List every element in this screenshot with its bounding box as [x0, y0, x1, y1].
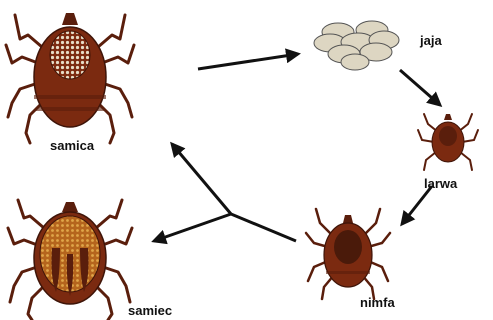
branch-arrows-nymph-to-adults	[154, 144, 296, 241]
female-tick-icon	[6, 13, 134, 143]
larva-tick-icon	[418, 114, 478, 170]
arrow-larva-to-nymph	[402, 186, 432, 224]
arrow-female-to-eggs	[198, 54, 298, 69]
male-tick-icon	[8, 200, 132, 320]
label-male: samiec	[128, 303, 172, 318]
arrow-eggs-to-larva	[400, 70, 440, 105]
arrow-to-male	[154, 214, 231, 241]
label-larva: larwa	[424, 176, 457, 191]
label-female: samica	[50, 138, 94, 153]
arrow-to-female	[172, 144, 231, 214]
eggs-cluster-icon	[314, 21, 399, 70]
nymph-tick-icon	[306, 209, 390, 299]
label-nymph: nimfa	[360, 295, 395, 310]
label-eggs: jaja	[420, 33, 442, 48]
